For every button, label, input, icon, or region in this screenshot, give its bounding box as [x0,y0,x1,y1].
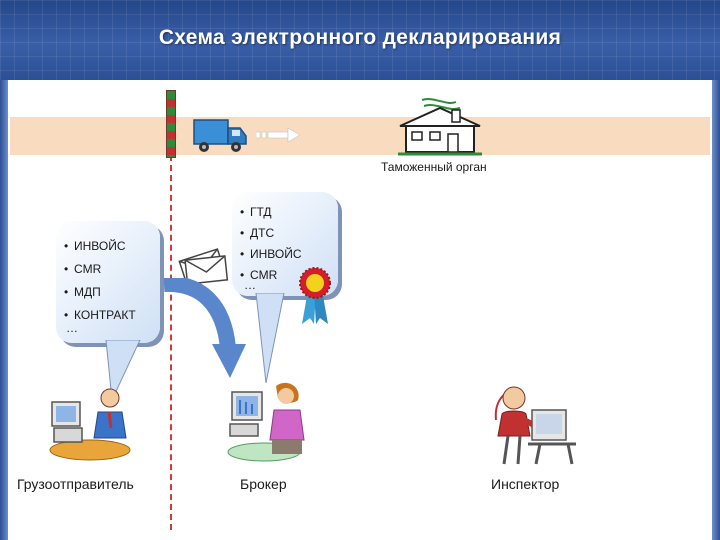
shipper-speech-bubble: ИНВОЙС CMR МДП КОНТРАКТ … [56,221,160,343]
frame-right [712,80,720,540]
border-line [170,155,172,530]
shipper-more-indicator: … [66,321,80,335]
inspector-label: Инспектор [491,476,560,492]
broker-document-item: ГТД [240,202,302,223]
curved-arrow-icon [163,278,246,378]
customs-label: Таможенный орган [381,160,487,174]
broker-label: Брокер [240,476,287,492]
road-strip [10,117,710,155]
border-pole-icon [166,90,176,158]
broker-person-icon [227,382,305,462]
seal-icon [299,267,331,324]
header-banner: Схема электронного декларирования [0,0,720,80]
shipper-label: Грузоотправитель [17,476,134,492]
truck-icon [193,119,247,152]
arrow-right-icon [256,127,301,143]
header-grid-pattern [0,0,720,80]
page-title: Схема электронного декларирования [158,26,562,49]
shipper-document-item: МДП [64,281,136,304]
broker-document-item: CMR [240,265,302,286]
shipper-person-icon [49,388,131,461]
shipper-document-item: CMR [64,258,136,281]
broker-document-item: ДТС [240,223,302,244]
shipper-document-item: КОНТРАКТ [64,304,136,327]
broker-more-indicator: … [244,278,258,292]
shipper-document-list: ИНВОЙС CMR МДП КОНТРАКТ [64,235,136,327]
shipper-document-item: ИНВОЙС [64,235,136,258]
broker-document-item: ИНВОЙС [240,244,302,265]
broker-bubble-tail [255,293,285,384]
frame-left [0,80,8,540]
broker-document-list: ГТД ДТС ИНВОЙС CMR [240,202,302,286]
envelopes-icon [178,248,229,286]
customs-house-icon [398,98,482,156]
inspector-person-icon [494,386,576,465]
shipper-bubble-tail [105,340,141,402]
